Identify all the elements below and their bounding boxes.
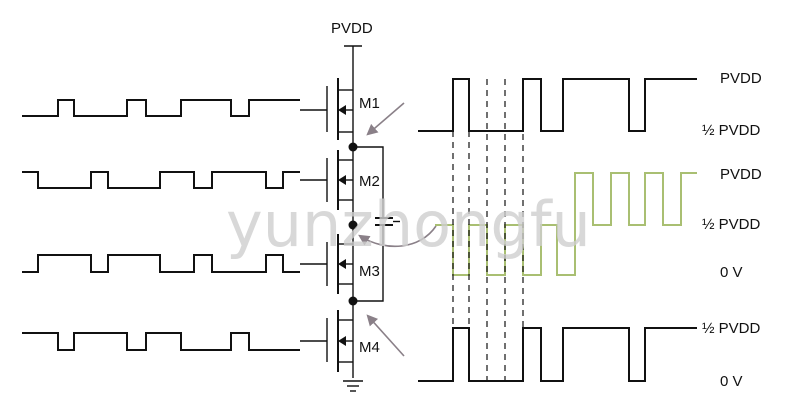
gate-waveform-m1 xyxy=(22,99,300,117)
transistor-m3 xyxy=(300,234,353,294)
level-label-7: 0 V xyxy=(720,373,743,390)
transistor-m2 xyxy=(300,150,353,210)
arrow-bottom xyxy=(366,314,405,357)
level-label-6: ½ PVDD xyxy=(702,320,761,337)
level-label-5: 0 V xyxy=(720,264,743,281)
ground-symbol xyxy=(343,380,363,392)
waveform-bottom-node xyxy=(418,327,697,382)
gate-waveform-m3 xyxy=(22,254,300,273)
flying-capacitor xyxy=(353,146,400,302)
waveform-flying-cap xyxy=(435,172,697,276)
arrow-middle xyxy=(358,225,437,248)
watermark: yunzhongfu xyxy=(226,188,591,261)
waveform-top-node xyxy=(418,78,697,132)
m2-label: M2 xyxy=(359,173,380,190)
m4-label: M4 xyxy=(359,339,380,356)
level-label-1: PVDD xyxy=(720,70,762,87)
level-label-2: ½ PVDD xyxy=(702,122,761,139)
m3-label: M3 xyxy=(359,263,380,280)
supply-pvdd-label: PVDD xyxy=(331,20,373,37)
m1-label: M1 xyxy=(359,95,380,112)
level-label-3: PVDD xyxy=(720,166,762,183)
level-label-4: ½ PVDD xyxy=(702,216,761,233)
gate-waveform-m4 xyxy=(22,332,300,351)
gate-waveform-m2 xyxy=(22,171,300,189)
transistor-m1 xyxy=(300,78,353,140)
node-middle xyxy=(348,220,358,230)
transistor-m4 xyxy=(300,310,353,372)
arrow-top xyxy=(366,102,405,136)
timing-guides xyxy=(452,79,524,381)
